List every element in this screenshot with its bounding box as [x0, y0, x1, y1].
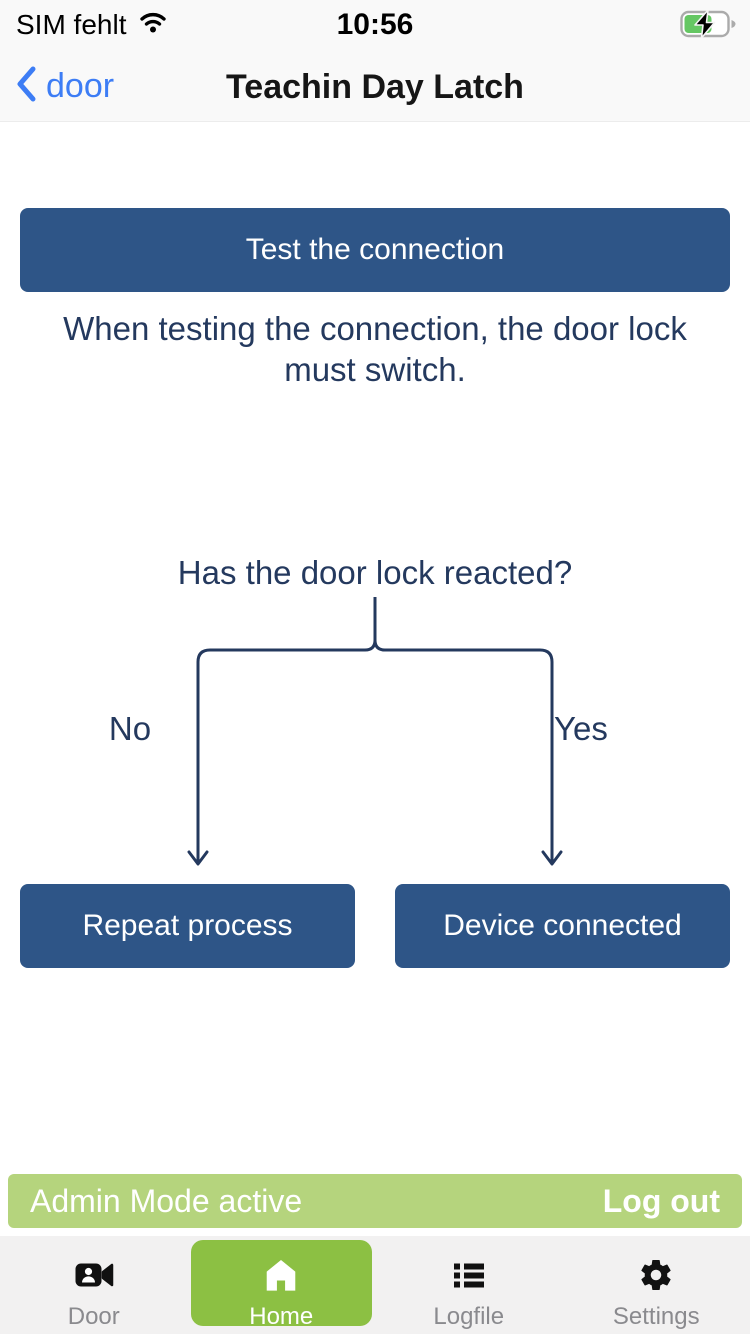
tab-home[interactable]: Home [188, 1236, 376, 1334]
logout-button[interactable]: Log out [602, 1182, 720, 1219]
video-camera-icon [74, 1256, 114, 1294]
tab-label-home: Home [249, 1303, 314, 1330]
test-connection-button[interactable]: Test the connection [20, 208, 730, 292]
home-icon [263, 1256, 299, 1294]
decision-flow-diagram [187, 597, 563, 866]
chevron-left-icon [14, 64, 38, 109]
decision-question: Has the door lock reacted? [177, 554, 573, 591]
tab-logfile[interactable]: Logfile [375, 1236, 563, 1334]
instruction-text: When testing the connection, the door lo… [0, 308, 750, 390]
tab-settings[interactable]: Settings [563, 1236, 750, 1334]
tab-bar: Door Home Logfile [0, 1236, 750, 1334]
device-connected-button[interactable]: Device connected [395, 884, 730, 968]
tab-label-logfile: Logfile [433, 1303, 505, 1330]
page-title: Teachin Day Latch [226, 68, 524, 106]
clock: 10:56 [336, 8, 414, 41]
instruction-line-1: When testing the connection, the door lo… [63, 310, 687, 347]
repeat-process-button[interactable]: Repeat process [20, 884, 355, 968]
list-icon [451, 1256, 487, 1294]
back-button[interactable]: door [14, 60, 114, 112]
header: SIM fehlt 10:56 door [0, 0, 750, 122]
battery-charging-icon [680, 9, 738, 43]
tab-label-settings: Settings [612, 1303, 700, 1330]
instruction-line-2: must switch. [284, 351, 466, 388]
admin-mode-status: Admin Mode active [30, 1182, 303, 1219]
carrier-label: SIM fehlt [16, 8, 127, 40]
branch-label-no: No [108, 710, 152, 747]
active-tab-highlight [190, 1240, 372, 1326]
back-button-label: door [46, 66, 115, 105]
wifi-icon [136, 8, 170, 41]
admin-mode-banner: Admin Mode active Log out [8, 1174, 742, 1228]
tab-label-door: Door [67, 1303, 120, 1330]
status-bar: SIM fehlt 10:56 [0, 6, 750, 44]
tab-door[interactable]: Door [0, 1236, 188, 1334]
carrier-status: SIM fehlt [16, 8, 170, 41]
branch-label-yes: Yes [554, 710, 608, 747]
gear-icon [638, 1256, 674, 1294]
